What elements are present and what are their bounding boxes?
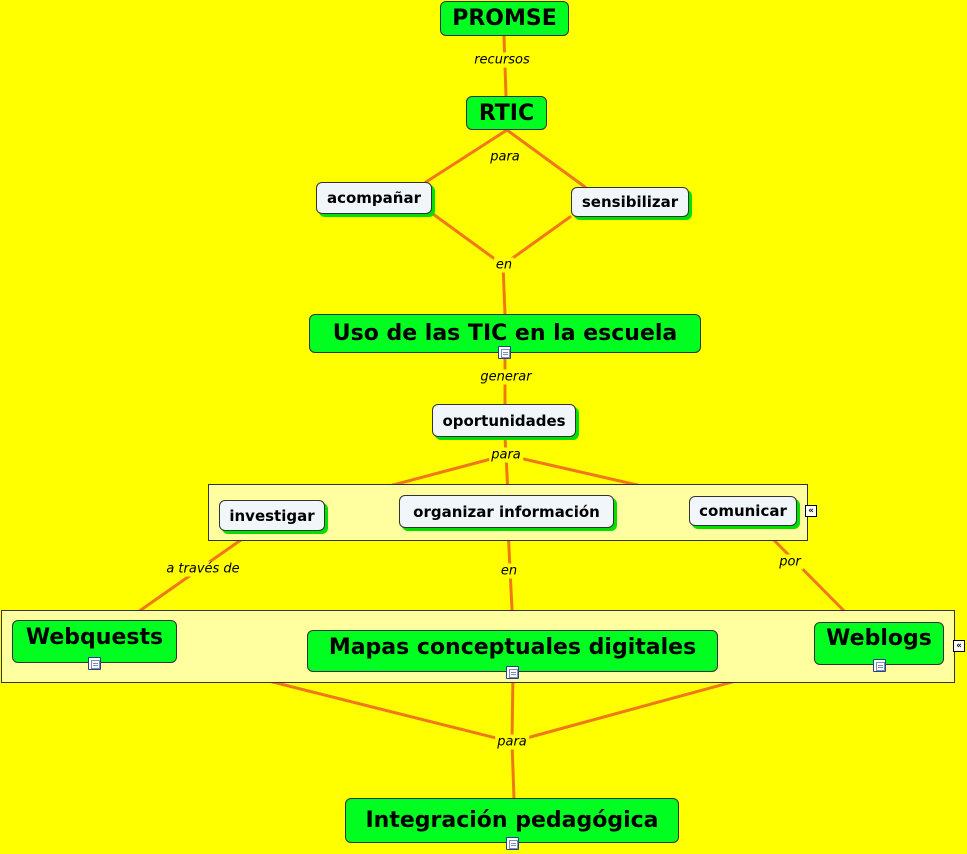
document-icon[interactable] — [88, 657, 101, 670]
concept-weblogs[interactable]: Weblogs — [814, 622, 944, 665]
connector-en-uso — [501, 263, 507, 316]
document-icon[interactable] — [498, 346, 511, 359]
connector-mapas-para — [510, 670, 515, 744]
connector-rtic-acompanar — [424, 128, 509, 184]
document-icon[interactable] — [873, 659, 886, 672]
concept-rtic[interactable]: RTIC — [466, 96, 547, 130]
concept-oportunidades[interactable]: oportunidades — [432, 404, 576, 437]
connector-sensibilizar-en — [501, 215, 572, 267]
concept-investigar[interactable]: investigar — [219, 500, 325, 531]
concept-promse[interactable]: PROMSE — [440, 1, 569, 36]
link-label-generar: generar — [478, 369, 534, 385]
concept-integracion-pedagogica[interactable]: Integración pedagógica — [345, 798, 679, 843]
connector-investigar-webquests — [126, 533, 250, 621]
document-icon[interactable] — [506, 837, 519, 850]
link-label-recursos: recursos — [472, 52, 532, 68]
link-label-en: en — [493, 257, 515, 273]
link-label-para: para — [488, 149, 522, 165]
concept-acompanar[interactable]: acompañar — [316, 182, 432, 214]
collapse-icon[interactable]: « — [805, 505, 817, 517]
concept-organizar-informacion[interactable]: organizar información — [399, 495, 614, 528]
link-label-para: para — [495, 734, 529, 750]
connector-comunicar-weblogs — [758, 524, 857, 624]
document-icon[interactable] — [506, 666, 519, 679]
concept-comunicar[interactable]: comunicar — [689, 496, 797, 526]
link-label-para: para — [489, 447, 523, 463]
connector-acompanar-en — [431, 212, 505, 267]
link-label-a-traves-de: a través de — [164, 561, 242, 577]
link-label-en: en — [498, 563, 520, 579]
collapse-icon[interactable]: « — [953, 640, 965, 652]
concept-sensibilizar[interactable]: sensibilizar — [571, 187, 689, 217]
connector-rtic-sensibilizar — [505, 128, 587, 189]
concept-mapas-conceptuales[interactable]: Mapas conceptuales digitales — [307, 630, 718, 672]
connector-para-integracion — [510, 740, 516, 801]
link-label-por: por — [777, 554, 803, 570]
